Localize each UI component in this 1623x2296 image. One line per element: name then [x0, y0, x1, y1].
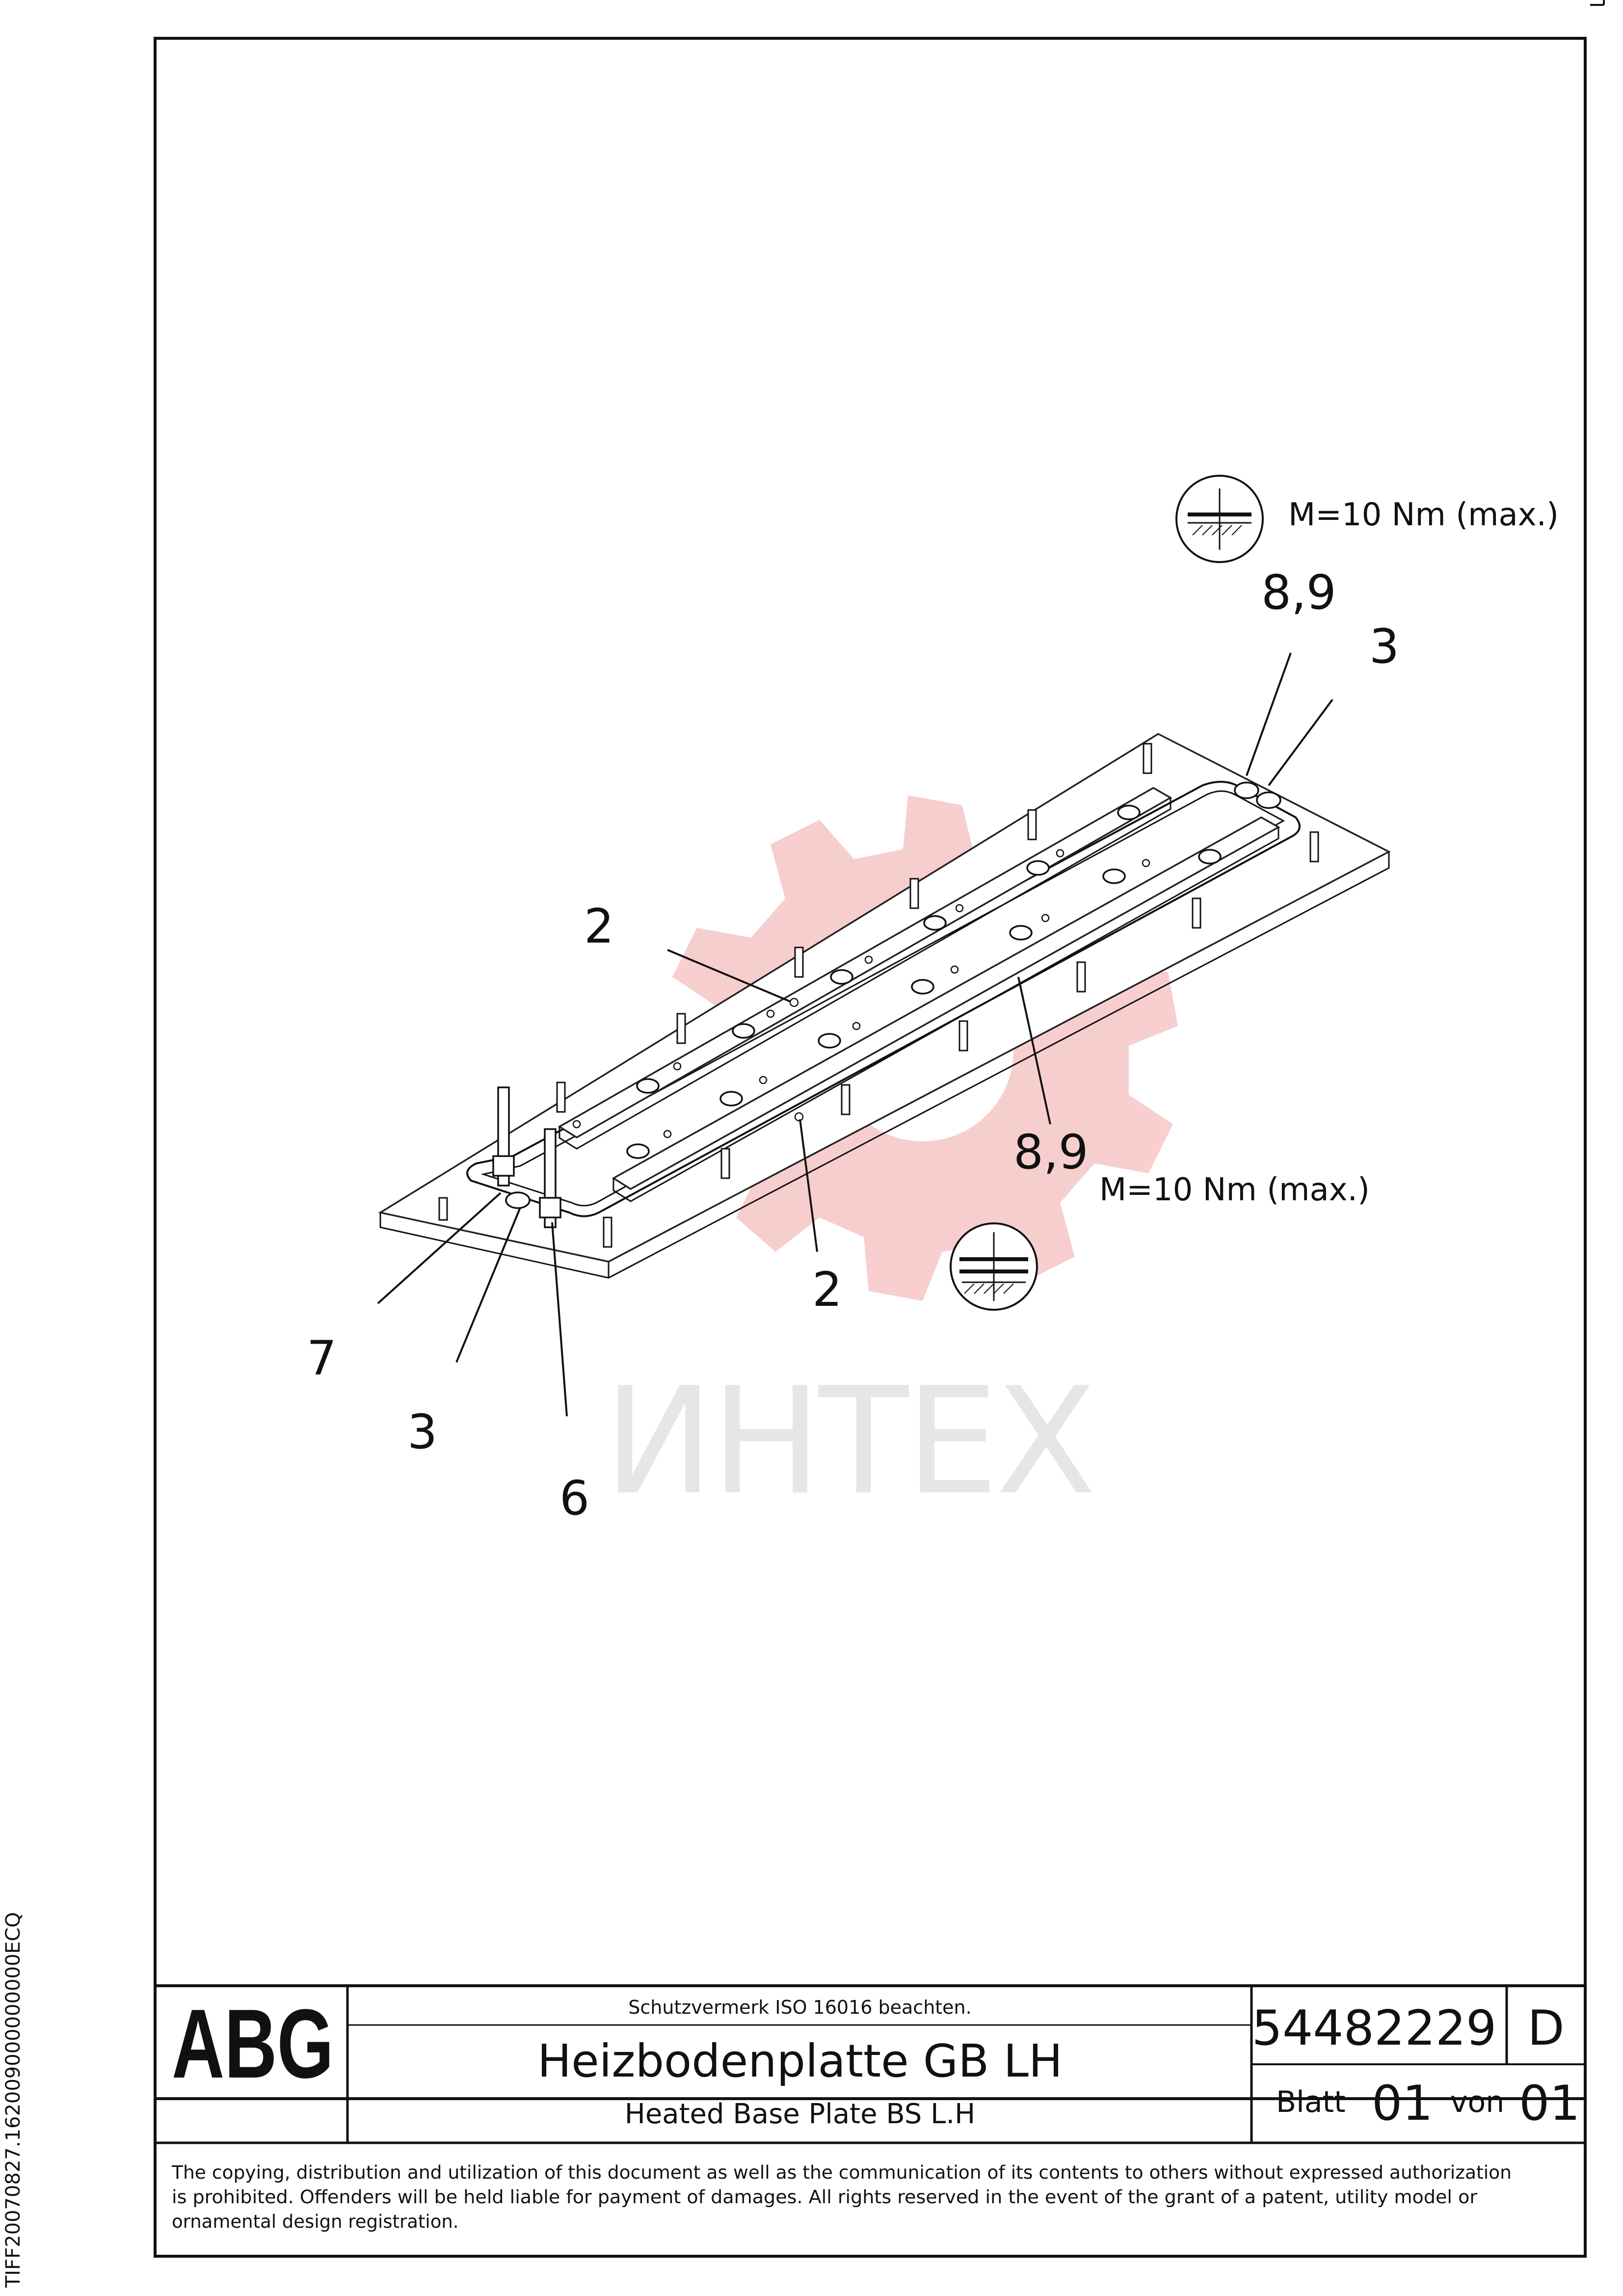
disclaimer-line-1: The copying, distribution and utilizatio… [171, 2162, 1512, 2183]
protection-note: Schutzvermerk ISO 16016 beachten. [628, 1997, 971, 2018]
side-code: TIFF20070827.162009000000000ECQ [2, 1912, 25, 2288]
torque-symbol-icon [1175, 475, 1264, 563]
disclaimer-line-2: is prohibited. Offenders will be held li… [172, 2187, 1478, 2208]
callout-7: 7 [307, 1331, 337, 1386]
title-english: Heated Base Plate BS L.H [625, 2098, 976, 2130]
rail-nuts [626, 805, 1222, 1159]
callout-2-bottom: 2 [812, 1262, 842, 1317]
title-german: Heizbodenplatte GB LH [537, 2035, 1063, 2087]
disclaimer-line-3: ornamental design registration. [172, 2211, 459, 2232]
sheet-total: 01 [1519, 2076, 1580, 2132]
crop-mark [1590, 0, 1605, 6]
torque-label-top: M=10 Nm (max.) [1288, 497, 1559, 533]
callout-3-top: 3 [1369, 619, 1399, 674]
callout-2-top: 2 [584, 899, 614, 954]
callout-6: 6 [559, 1471, 589, 1526]
callout-8-9-mid: 8,9 [1013, 1125, 1089, 1180]
leader-lines [377, 652, 1333, 1417]
terminal-pins [492, 782, 1281, 1228]
drawing-frame [154, 37, 1587, 2258]
revision-letter: D [1527, 2000, 1564, 2056]
abg-logo: ABG [172, 1989, 334, 2099]
sheet-number: 01 [1372, 2076, 1433, 2132]
heated-base-plate-assembly: M=10 Nm (max.) 8,9 3 2 8,9 M=10 Nm (max.… [307, 475, 1559, 1526]
torque-label-mid: M=10 Nm (max.) [1099, 1172, 1370, 1208]
callout-3-bottom: 3 [407, 1405, 437, 1459]
sheet-label: Blatt [1276, 2085, 1346, 2119]
torque-symbol-icon [950, 1222, 1038, 1311]
callout-8-9-top: 8,9 [1261, 565, 1336, 620]
title-block: ABG Schutzvermerk ISO 16016 beachten. He… [155, 1984, 1585, 2232]
watermark-brand: ИНТЕХ [604, 1356, 1093, 1527]
of-label: von [1450, 2085, 1504, 2119]
studs [438, 743, 1319, 1248]
part-number: 54482229 [1252, 2000, 1497, 2056]
